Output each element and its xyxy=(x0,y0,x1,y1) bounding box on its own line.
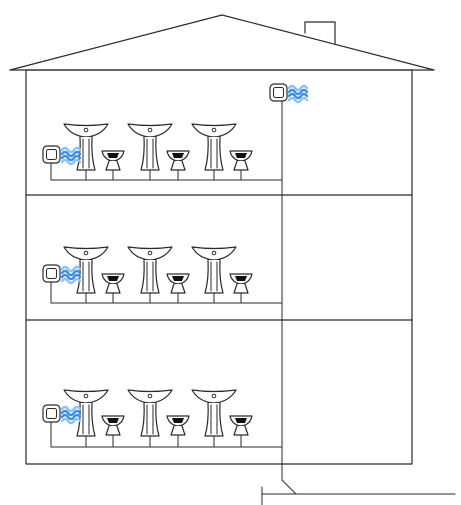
roof xyxy=(9,14,435,71)
pedestal-sink-icon xyxy=(127,246,173,294)
building-structure xyxy=(25,69,413,465)
fixture-pair xyxy=(191,246,253,304)
toilet-icon xyxy=(101,415,125,436)
pedestal-sink-icon xyxy=(63,389,109,437)
air-vent-icon xyxy=(42,145,82,166)
fixture-pair xyxy=(191,123,253,181)
fixture-pair xyxy=(127,389,190,448)
floor-ground xyxy=(42,389,283,448)
pedestal-sink-icon xyxy=(127,123,173,171)
fixture-pair xyxy=(127,123,190,181)
roof-vent-unit xyxy=(269,83,309,104)
fixture-pair xyxy=(191,389,253,448)
pedestal-sink-icon xyxy=(191,246,237,294)
air-vent-icon xyxy=(42,264,82,285)
branch-drain-pipe xyxy=(50,421,283,448)
chimney-icon xyxy=(304,21,336,45)
air-vent-icon xyxy=(42,404,82,425)
pedestal-sink-icon xyxy=(63,246,109,294)
floor-middle xyxy=(42,246,283,304)
toilet-icon xyxy=(229,150,253,171)
toilet-icon xyxy=(166,273,190,294)
branch-drain-pipe xyxy=(50,281,283,304)
fixture-pair xyxy=(63,389,125,448)
pedestal-sink-icon xyxy=(127,389,173,437)
fixture-pair xyxy=(63,246,125,304)
branch-drain-pipe xyxy=(50,162,283,181)
toilet-icon xyxy=(229,415,253,436)
floors xyxy=(42,123,283,448)
toilet-icon xyxy=(101,150,125,171)
pedestal-sink-icon xyxy=(191,123,237,171)
toilet-icon xyxy=(166,150,190,171)
toilet-icon xyxy=(101,273,125,294)
pedestal-sink-icon xyxy=(191,389,237,437)
fixture-pair xyxy=(127,246,190,304)
building-outline xyxy=(25,69,413,465)
floor-top xyxy=(42,123,283,181)
air-vent-icon xyxy=(269,83,309,104)
roof-outline xyxy=(9,14,435,71)
drain-stack xyxy=(261,101,456,505)
toilet-icon xyxy=(229,273,253,294)
main-drain-pipe xyxy=(281,101,456,495)
fixture-pair xyxy=(63,123,125,181)
pedestal-sink-icon xyxy=(63,123,109,171)
toilet-icon xyxy=(166,415,190,436)
